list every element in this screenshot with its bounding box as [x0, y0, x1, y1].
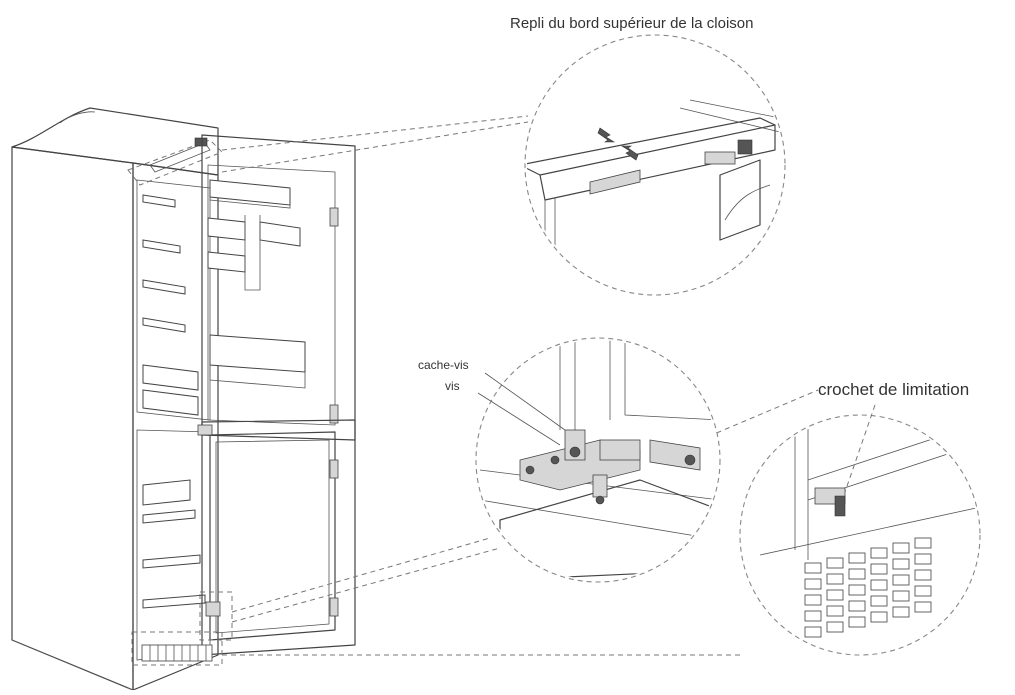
- crochet-pointer: [844, 404, 876, 493]
- lower-door: [197, 419, 356, 656]
- top-hinge-marker: [127, 137, 223, 186]
- vent-grid: [804, 537, 932, 638]
- bottom-vent-grille: [141, 644, 213, 662]
- detail-circle-hinge-screw: [475, 337, 721, 583]
- upper-door: [201, 134, 356, 441]
- detail-circle-top-fold: [524, 34, 786, 296]
- bottom-hinge-markers: [131, 591, 233, 666]
- cache-vis-label: cache-vis: [418, 358, 469, 372]
- top-fold-label: Repli du bord supérieur de la cloison: [510, 15, 753, 32]
- interior-shelves: [142, 194, 206, 609]
- limiting-hook-label: crochet de limitation: [818, 380, 969, 399]
- detail-circle-limiting-hook: [739, 404, 981, 656]
- leader-lines: [221, 115, 819, 656]
- vis-pointer: [477, 392, 561, 446]
- vis-label: vis: [445, 379, 460, 393]
- cache-vis-pointer: [484, 372, 566, 431]
